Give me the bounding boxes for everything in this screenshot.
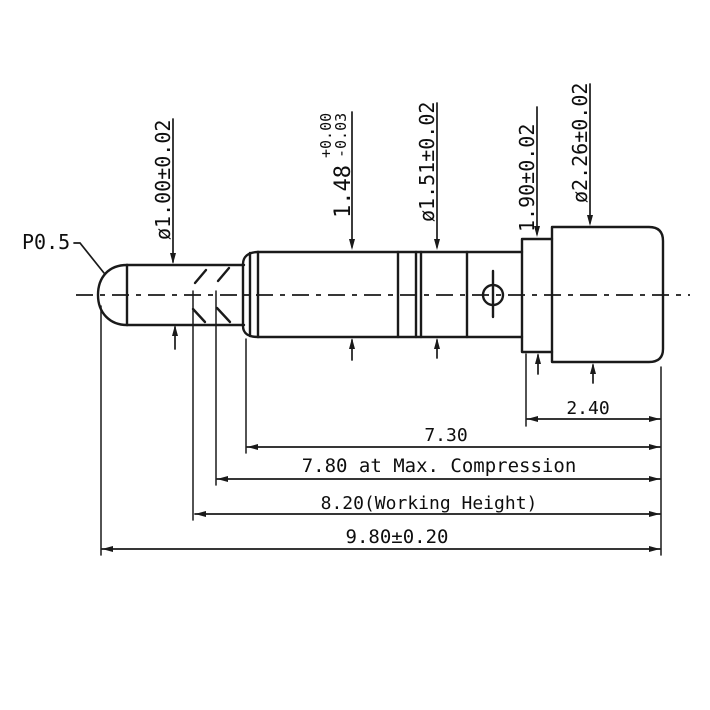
up-arrowhead (535, 353, 541, 364)
tip-radius-leader-line (73, 242, 105, 274)
dimension-arrowheads (102, 215, 660, 552)
diameter-leader-lines (172, 83, 591, 263)
tip-radius-callout: P0.5 (22, 230, 105, 274)
shaft-diameter-label: ø1.00±0.02 (151, 120, 175, 240)
right-arrowhead (649, 511, 660, 517)
down-arrowhead (587, 215, 593, 226)
barrel-inner-tolerance-plus: +0.00 (317, 113, 335, 158)
extension-lines (100, 290, 662, 556)
down-arrowhead (170, 253, 176, 264)
left-arrowhead (217, 476, 228, 482)
down-arrowhead (349, 239, 355, 250)
barrel-length-label: 7.30 (424, 425, 467, 446)
right-arrowhead (649, 476, 660, 482)
overall-length-label: 9.80±0.20 (346, 526, 449, 548)
barrel-inner-diameter-value: 1.48 (331, 165, 356, 218)
tip-radius-label: P0.5 (22, 230, 70, 254)
left-arrowhead (102, 546, 113, 552)
head-length-label: 2.40 (566, 398, 609, 419)
right-arrowhead (649, 444, 660, 450)
barrel-inner-diameter-label-group: 1.48 +0.00 -0.03 (317, 113, 356, 218)
plunger-tip-dome (96, 263, 129, 327)
right-arrowhead (649, 546, 660, 552)
barrel-inner-tolerance-minus: -0.03 (332, 113, 350, 158)
left-arrowhead (247, 444, 258, 450)
left-arrowhead (527, 416, 538, 422)
barrel-outer-diameter-label: ø1.51±0.02 (415, 102, 439, 222)
up-arrowhead (172, 325, 178, 336)
left-arrowhead (195, 511, 206, 517)
collar-diameter-label-group: 1.90±0.02 (515, 124, 539, 232)
up-arrowhead (434, 338, 440, 349)
max-compression-label: 7.80 at Max. Compression (302, 455, 577, 477)
right-arrowhead (649, 416, 660, 422)
head-diameter-label: ø2.26±0.02 (568, 83, 592, 203)
down-arrowhead (434, 239, 440, 250)
down-arrowhead (534, 226, 540, 237)
working-height-label: 8.20(Working Height) (321, 493, 538, 514)
diameter-arrow-stubs (174, 326, 594, 384)
barrel-outer-diameter-label-group: ø1.51±0.02 (415, 102, 439, 222)
length-dimension-lines (101, 418, 661, 550)
up-arrowhead (590, 363, 596, 374)
shaft-diameter-label-group: ø1.00±0.02 (151, 120, 175, 240)
up-arrowhead (349, 338, 355, 349)
head-diameter-label-group: ø2.26±0.02 (568, 83, 592, 203)
crimp-hatch-marks (191, 266, 232, 324)
collar-diameter-label: 1.90±0.02 (515, 124, 539, 232)
